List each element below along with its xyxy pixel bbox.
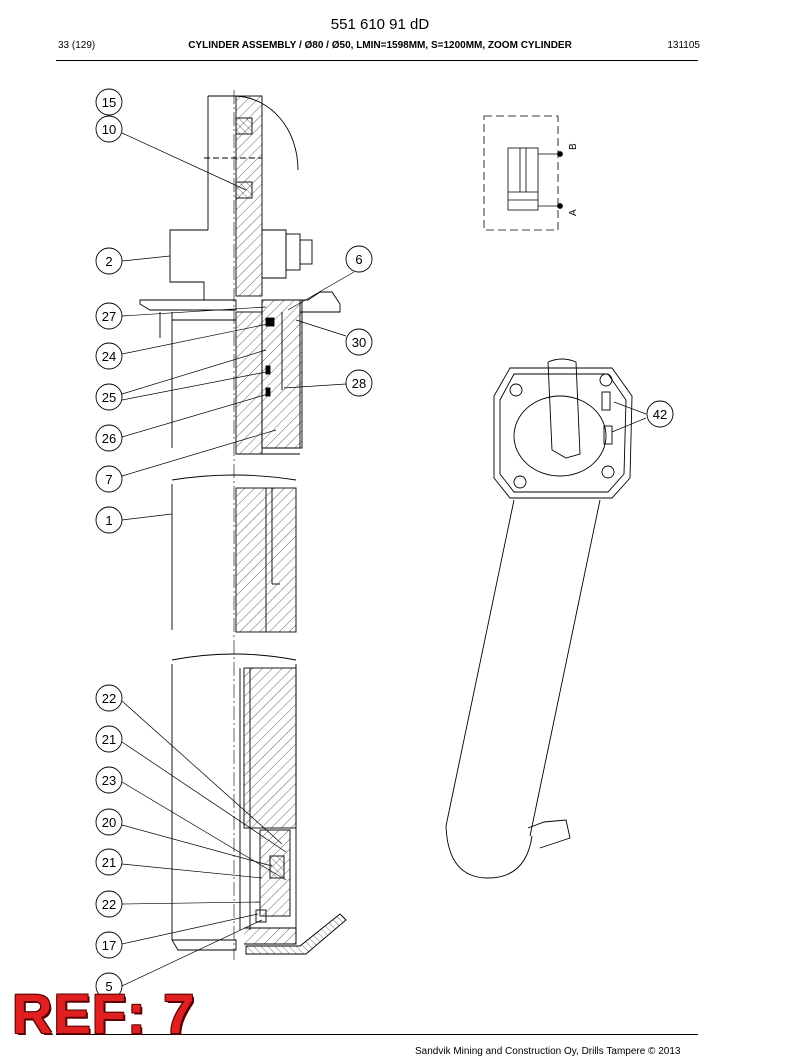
callout-20: 20	[102, 815, 116, 830]
callout-27: 27	[102, 309, 116, 324]
callout-26: 26	[102, 431, 116, 446]
callout-10: 10	[102, 122, 116, 137]
document-date: 131105	[667, 40, 700, 51]
callout-6: 6	[355, 252, 362, 267]
callout-21-upper: 21	[102, 732, 116, 747]
callout-2: 2	[105, 254, 112, 269]
port-b-label: B	[568, 143, 579, 150]
hydraulic-schematic	[483, 115, 563, 231]
isometric-view	[445, 358, 633, 879]
page-title: CYLINDER ASSEMBLY / Ø80 / Ø50, LMIN=1598…	[188, 40, 572, 51]
port-a-label: A	[568, 209, 579, 216]
callout-15: 15	[102, 95, 116, 110]
callout-7: 7	[105, 472, 112, 487]
callout-22-upper: 22	[102, 691, 116, 706]
leader-lines	[121, 132, 647, 987]
callout-21-lower: 21	[102, 855, 116, 870]
callout-42: 42	[653, 407, 667, 422]
callout-23: 23	[102, 773, 116, 788]
footer-copyright: Sandvik Mining and Construction Oy, Dril…	[415, 1046, 681, 1057]
callout-28: 28	[352, 376, 366, 391]
callout-25: 25	[102, 390, 116, 405]
reference-watermark: REF: 7	[12, 982, 196, 1045]
callout-5: 5	[105, 979, 112, 994]
callout-1: 1	[105, 513, 112, 528]
callout-30: 30	[352, 335, 366, 350]
page-number: 33 (129)	[58, 40, 96, 51]
header-rule	[56, 60, 698, 61]
callout-24: 24	[102, 349, 116, 364]
section-view	[139, 90, 347, 960]
footer-rule	[56, 1034, 698, 1035]
callout-22-lower: 22	[102, 897, 116, 912]
document-number: 551 610 91 dD	[330, 16, 430, 33]
callout-17: 17	[102, 938, 116, 953]
callout-bubbles	[95, 88, 674, 1000]
